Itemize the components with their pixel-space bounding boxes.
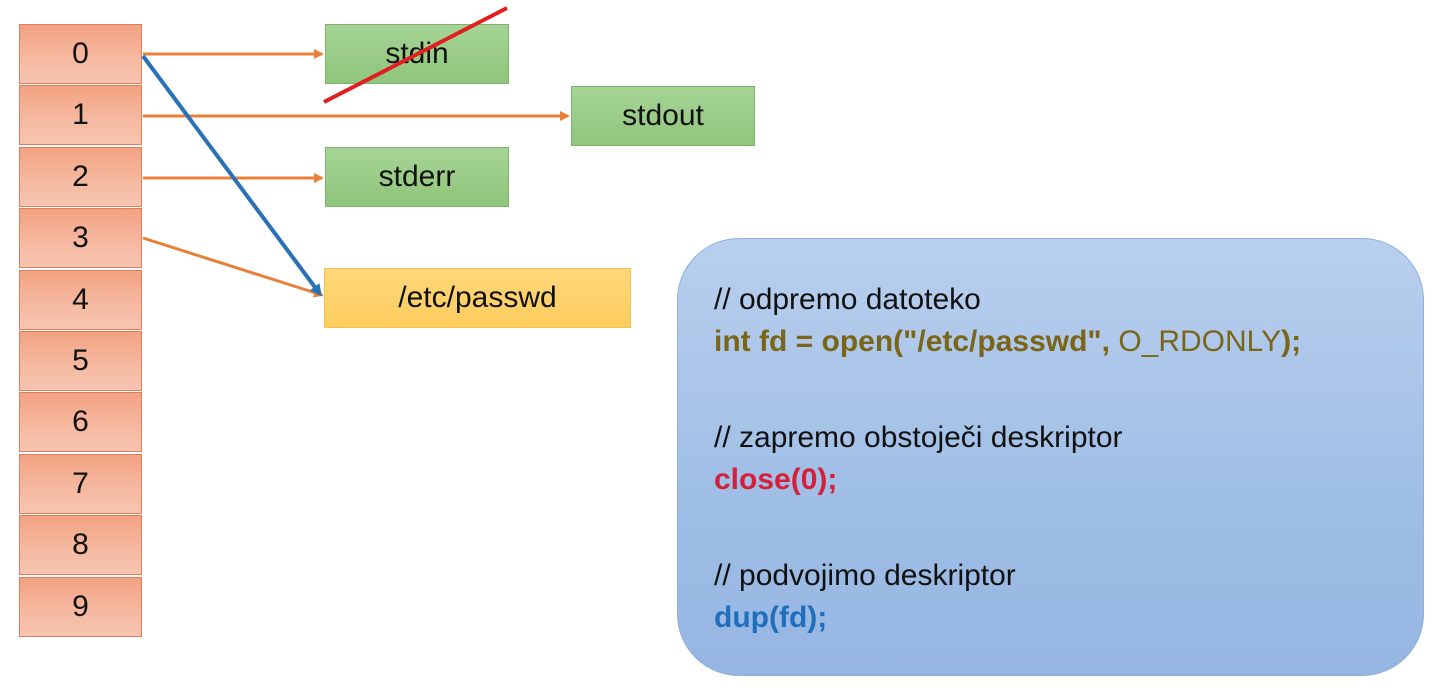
fd-cell-8: 8: [19, 515, 142, 576]
fd-cell-9: 9: [19, 576, 142, 637]
stderr-label: stderr: [378, 160, 456, 193]
passwd-label: /etc/passwd: [398, 281, 557, 314]
comment-dup: // podvojimo deskriptor: [714, 559, 1016, 592]
stderr-box: stderr: [325, 147, 509, 207]
fd-cell-7: 7: [19, 453, 142, 514]
comment-close: // zapremo obstoječi deskriptor: [714, 421, 1123, 454]
fd-cell-0: 0: [19, 24, 142, 84]
fd-cell-4: 4: [19, 269, 142, 330]
fd-cell-6: 6: [19, 392, 142, 453]
dup-call: dup(fd);: [714, 601, 828, 634]
open-flag: O_RDONLY: [1118, 325, 1282, 358]
stdout-box: stdout: [571, 86, 755, 146]
code-panel: // odpremo datoteko int fd = open("/etc/…: [677, 238, 1424, 676]
comment-open: // odpremo datoteko: [714, 283, 981, 316]
arrow-fd3-passwd: [142, 236, 324, 298]
close-call: close(0);: [714, 463, 838, 496]
arrow-fd0-passwd: [141, 54, 322, 297]
open-call-end: );: [1281, 325, 1302, 358]
stdin-strike-line: [323, 6, 508, 104]
stdout-label: stdout: [622, 99, 704, 132]
fd-table: 0 1 2 3 4 5 6 7 8 9: [19, 24, 142, 638]
fd-cell-3: 3: [19, 208, 142, 269]
passwd-box: /etc/passwd: [324, 268, 631, 328]
open-call-code: int fd = open("/etc/passwd",: [714, 325, 1119, 358]
fd-cell-1: 1: [19, 85, 142, 146]
open-call-line: int fd = open("/etc/passwd", O_RDONLY);: [714, 321, 1423, 363]
fd-cell-2: 2: [19, 146, 142, 207]
fd-cell-5: 5: [19, 330, 142, 391]
